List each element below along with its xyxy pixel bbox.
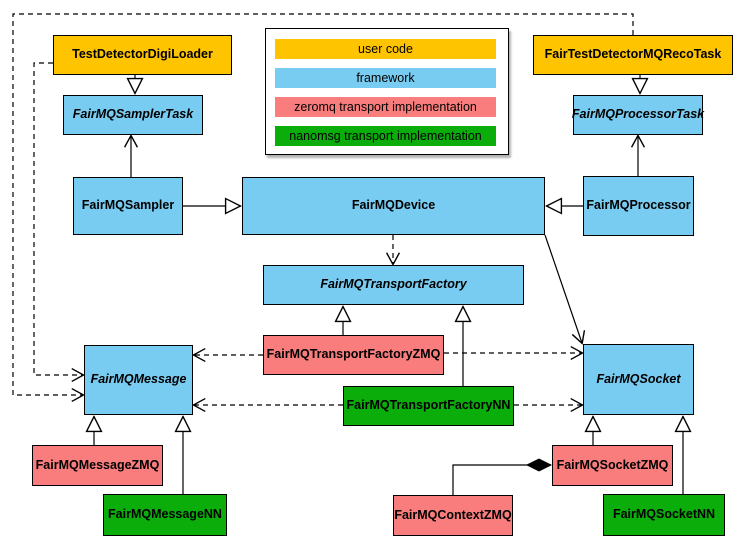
node-test-detector-digi-loader: TestDetectorDigiLoader (53, 35, 232, 75)
node-fair-mq-transport-factory: FairMQTransportFactory (263, 265, 524, 305)
edge-recotask-message (12, 13, 634, 395)
edge-contextzmq-socketzmq (452, 465, 551, 495)
dependency-edges (12, 13, 634, 405)
association-edges (131, 136, 638, 343)
node-fair-mq-context-zmq: FairMQContextZMQ (393, 495, 513, 536)
legend: user code framework zeromq transport imp… (265, 28, 509, 155)
inheritance-edges (94, 75, 683, 494)
legend-nanomsg: nanomsg transport implementation (275, 126, 496, 146)
legend-zeromq: zeromq transport implementation (275, 97, 496, 117)
legend-user-code: user code (275, 39, 496, 59)
node-fair-mq-socket-zmq: FairMQSocketZMQ (552, 445, 673, 486)
composition-edges (452, 465, 551, 495)
node-fair-mq-message-zmq: FairMQMessageZMQ (32, 445, 163, 486)
node-fair-mq-sampler-task: FairMQSamplerTask (63, 95, 203, 135)
node-fair-test-detector-mq-reco-task: FairTestDetectorMQRecoTask (533, 35, 733, 75)
node-fair-mq-message: FairMQMessage (84, 345, 193, 415)
legend-framework: framework (275, 68, 496, 88)
node-fair-mq-device: FairMQDevice (242, 177, 545, 235)
node-fair-mq-socket: FairMQSocket (583, 344, 694, 415)
node-fair-mq-socket-nn: FairMQSocketNN (603, 494, 725, 536)
edge-device-socket (544, 234, 582, 343)
node-fair-mq-processor: FairMQProcessor (583, 176, 694, 236)
edge-digiloader-message (33, 62, 83, 375)
node-fair-mq-sampler: FairMQSampler (73, 177, 183, 235)
node-fair-mq-transport-factory-zmq: FairMQTransportFactoryZMQ (263, 335, 444, 375)
node-fair-mq-message-nn: FairMQMessageNN (103, 494, 227, 536)
node-fair-mq-processor-task: FairMQProcessorTask (572, 95, 704, 135)
node-fair-mq-transport-factory-nn: FairMQTransportFactoryNN (343, 386, 514, 426)
